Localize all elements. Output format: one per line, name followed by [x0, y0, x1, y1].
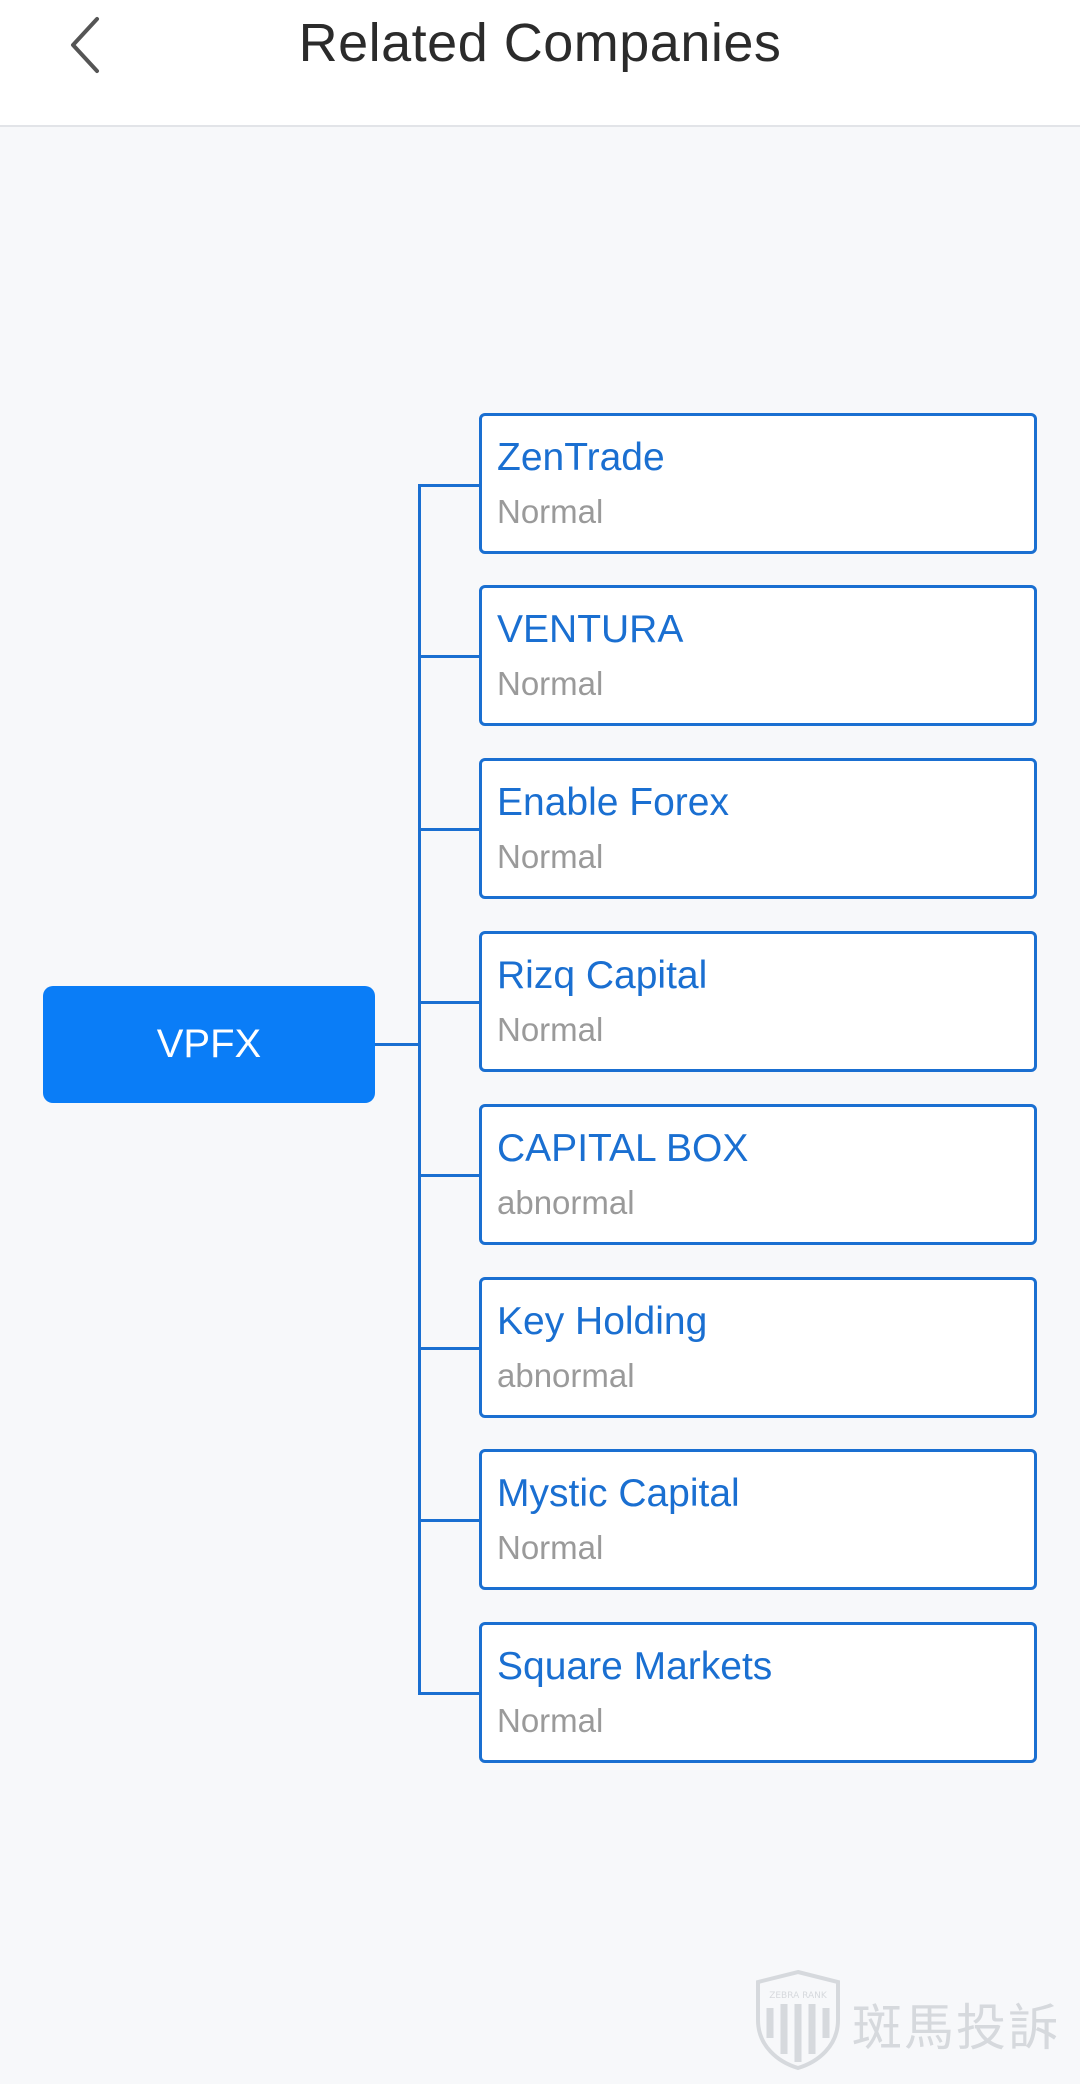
company-name: VENTURA	[497, 608, 684, 651]
company-status: Normal	[497, 838, 604, 875]
company-status: abnormal	[497, 1357, 635, 1394]
zebra-shield-logo: ZEBRA RANK	[756, 1969, 840, 2071]
root-connector-line	[375, 1043, 419, 1046]
company-card[interactable]: CAPITAL BOX abnormal	[479, 1104, 1037, 1245]
branch-line	[418, 1692, 480, 1695]
branch-line	[418, 828, 480, 831]
company-card[interactable]: VENTURA Normal	[479, 585, 1037, 726]
company-name: CAPITAL BOX	[497, 1127, 749, 1170]
branch-line	[418, 1519, 480, 1522]
branch-line	[418, 655, 480, 658]
branch-line	[418, 484, 480, 487]
page-title: Related Companies	[298, 13, 782, 73]
back-button[interactable]	[50, 0, 120, 90]
company-status: Normal	[497, 665, 604, 702]
company-status: abnormal	[497, 1184, 635, 1221]
branch-line	[418, 1001, 480, 1004]
company-status: Normal	[497, 1702, 604, 1739]
branch-line	[418, 1347, 480, 1350]
branch-line	[418, 1174, 480, 1177]
company-name: Mystic Capital	[497, 1472, 740, 1515]
company-card[interactable]: ZenTrade Normal	[479, 413, 1037, 554]
company-name: Key Holding	[497, 1300, 708, 1343]
company-name: ZenTrade	[497, 436, 665, 479]
company-card[interactable]: Rizq Capital Normal	[479, 931, 1037, 1072]
watermark: ZEBRA RANK 斑馬投訴	[752, 1968, 1062, 2071]
company-status: Normal	[497, 493, 604, 530]
company-card[interactable]: Enable Forex Normal	[479, 758, 1037, 899]
chevron-left-icon	[71, 17, 99, 73]
tree-trunk-line	[418, 484, 421, 1695]
company-card[interactable]: Key Holding abnormal	[479, 1277, 1037, 1418]
company-status: Normal	[497, 1529, 604, 1566]
root-company-label: VPFX	[156, 1022, 262, 1066]
company-name: Enable Forex	[497, 781, 729, 824]
company-card[interactable]: Mystic Capital Normal	[479, 1449, 1037, 1590]
watermark-text: 斑馬投訴	[852, 1999, 1060, 2057]
app-header: Related Companies	[0, 0, 1080, 127]
company-name: Square Markets	[497, 1645, 773, 1688]
svg-text:ZEBRA RANK: ZEBRA RANK	[769, 1991, 828, 2001]
company-status: Normal	[497, 1011, 604, 1048]
company-card[interactable]: Square Markets Normal	[479, 1622, 1037, 1763]
root-company-node[interactable]: VPFX	[43, 986, 375, 1103]
company-name: Rizq Capital	[497, 954, 708, 997]
